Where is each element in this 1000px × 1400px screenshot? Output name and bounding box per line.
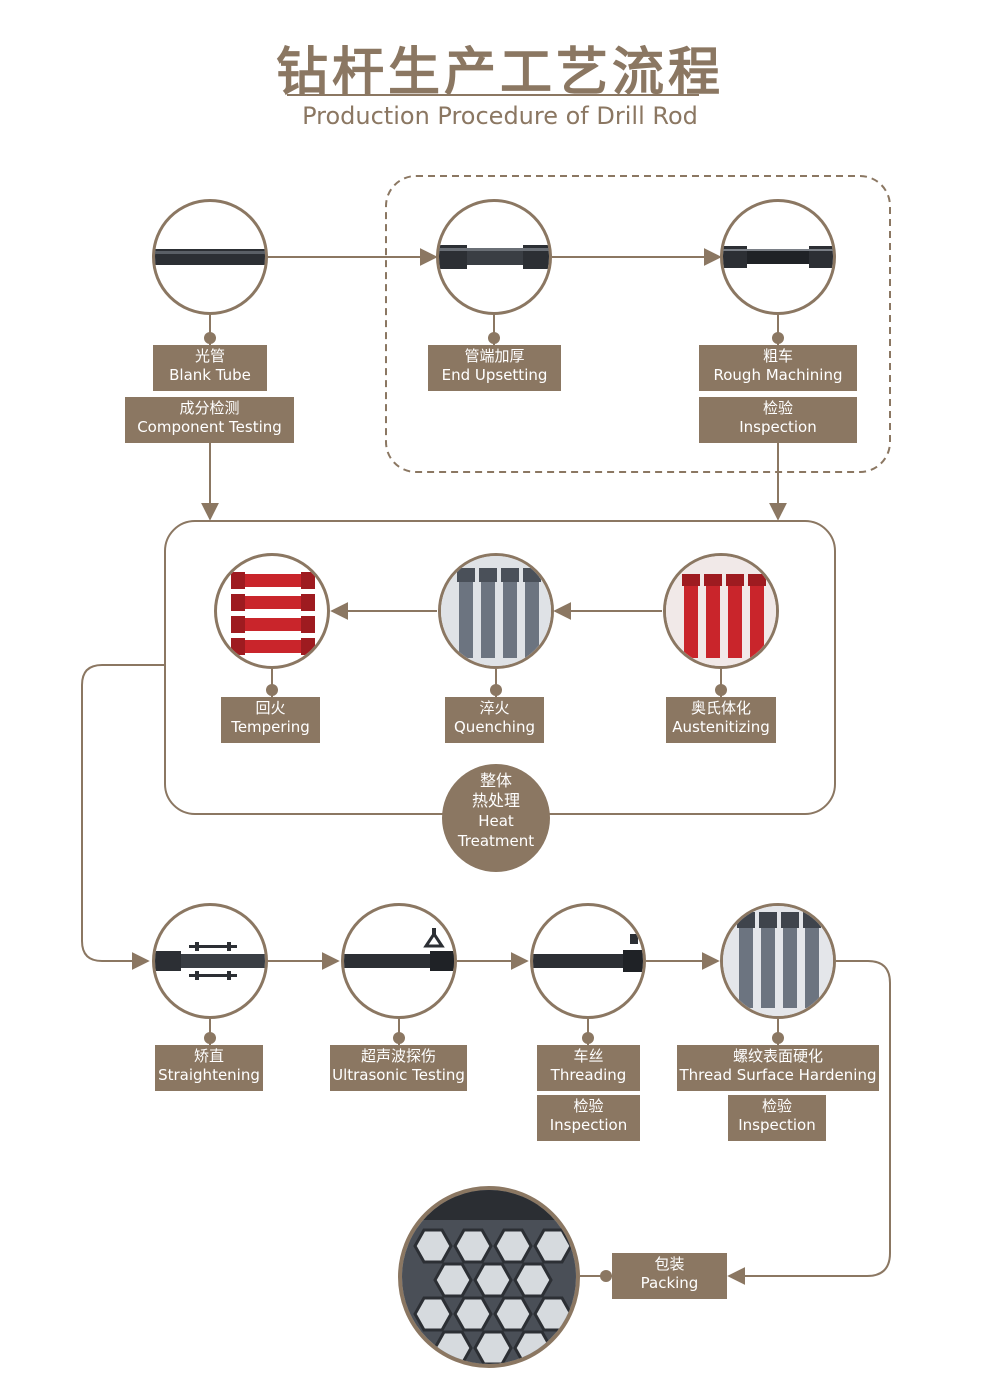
label-threading: 车丝 Threading xyxy=(537,1045,640,1091)
austenitizing-image xyxy=(663,553,779,669)
label-component-testing: 成分检测 Component Testing xyxy=(125,397,294,443)
red-pipes-horizontal-icon xyxy=(231,572,315,655)
arrow-heat-to-straightening xyxy=(81,664,165,970)
blank-tube-image xyxy=(152,199,268,315)
page-subtitle: Production Procedure of Drill Rod xyxy=(302,102,698,130)
straightened-pipe-icon xyxy=(155,942,265,980)
threading-image xyxy=(530,903,646,1019)
ultrasonic-probe-icon xyxy=(344,928,454,971)
threaded-pipe-icon xyxy=(533,934,643,972)
title-divider xyxy=(287,94,699,96)
tempering-image xyxy=(214,553,330,669)
label-ultrasonic-testing: 超声波探伤 Ultrasonic Testing xyxy=(330,1045,467,1091)
label-quenching: 淬火 Quenching xyxy=(445,697,544,743)
arrow-hardening-to-packing xyxy=(727,960,891,1285)
machined-pipe-icon xyxy=(723,246,833,268)
rough-machining-image xyxy=(720,199,836,315)
label-inspection-3: 检验 Inspection xyxy=(728,1095,826,1141)
red-pipes-vertical-icon xyxy=(666,556,776,666)
label-austenitizing: 奥氏体化 Austenitizing xyxy=(666,697,776,743)
label-thread-surface-hardening: 螺纹表面硬化 Thread Surface Hardening xyxy=(677,1045,879,1091)
steel-pipes-vertical-icon xyxy=(441,556,551,666)
ultrasonic-testing-image xyxy=(341,903,457,1019)
label-inspection-2: 检验 Inspection xyxy=(537,1095,640,1141)
label-inspection-1: 检验 Inspection xyxy=(699,397,857,443)
hardened-pipes-icon xyxy=(723,906,833,1016)
upsetting-group-frame xyxy=(385,175,891,473)
quenching-image xyxy=(438,553,554,669)
pipe-icon xyxy=(155,249,265,265)
heat-treatment-badge: 整体 热处理 Heat Treatment xyxy=(442,764,550,872)
page-title: 钻杆生产工艺流程 xyxy=(275,43,724,103)
thread-hardening-image xyxy=(720,903,836,1019)
label-straightening: 矫直 Straightening xyxy=(155,1045,263,1091)
straightening-image xyxy=(152,903,268,1019)
label-end-upsetting: 管端加厚 End Upsetting xyxy=(428,345,561,391)
upset-pipe-icon xyxy=(439,245,549,269)
label-blank-tube: 光管 Blank Tube xyxy=(153,345,267,391)
packing-image xyxy=(398,1186,580,1368)
label-rough-machining: 粗车 Rough Machining xyxy=(699,345,857,391)
label-packing: 包装 Packing xyxy=(612,1253,727,1299)
pipe-bundle-icon xyxy=(402,1190,576,1364)
end-upsetting-image xyxy=(436,199,552,315)
label-tempering: 回火 Tempering xyxy=(221,697,320,743)
